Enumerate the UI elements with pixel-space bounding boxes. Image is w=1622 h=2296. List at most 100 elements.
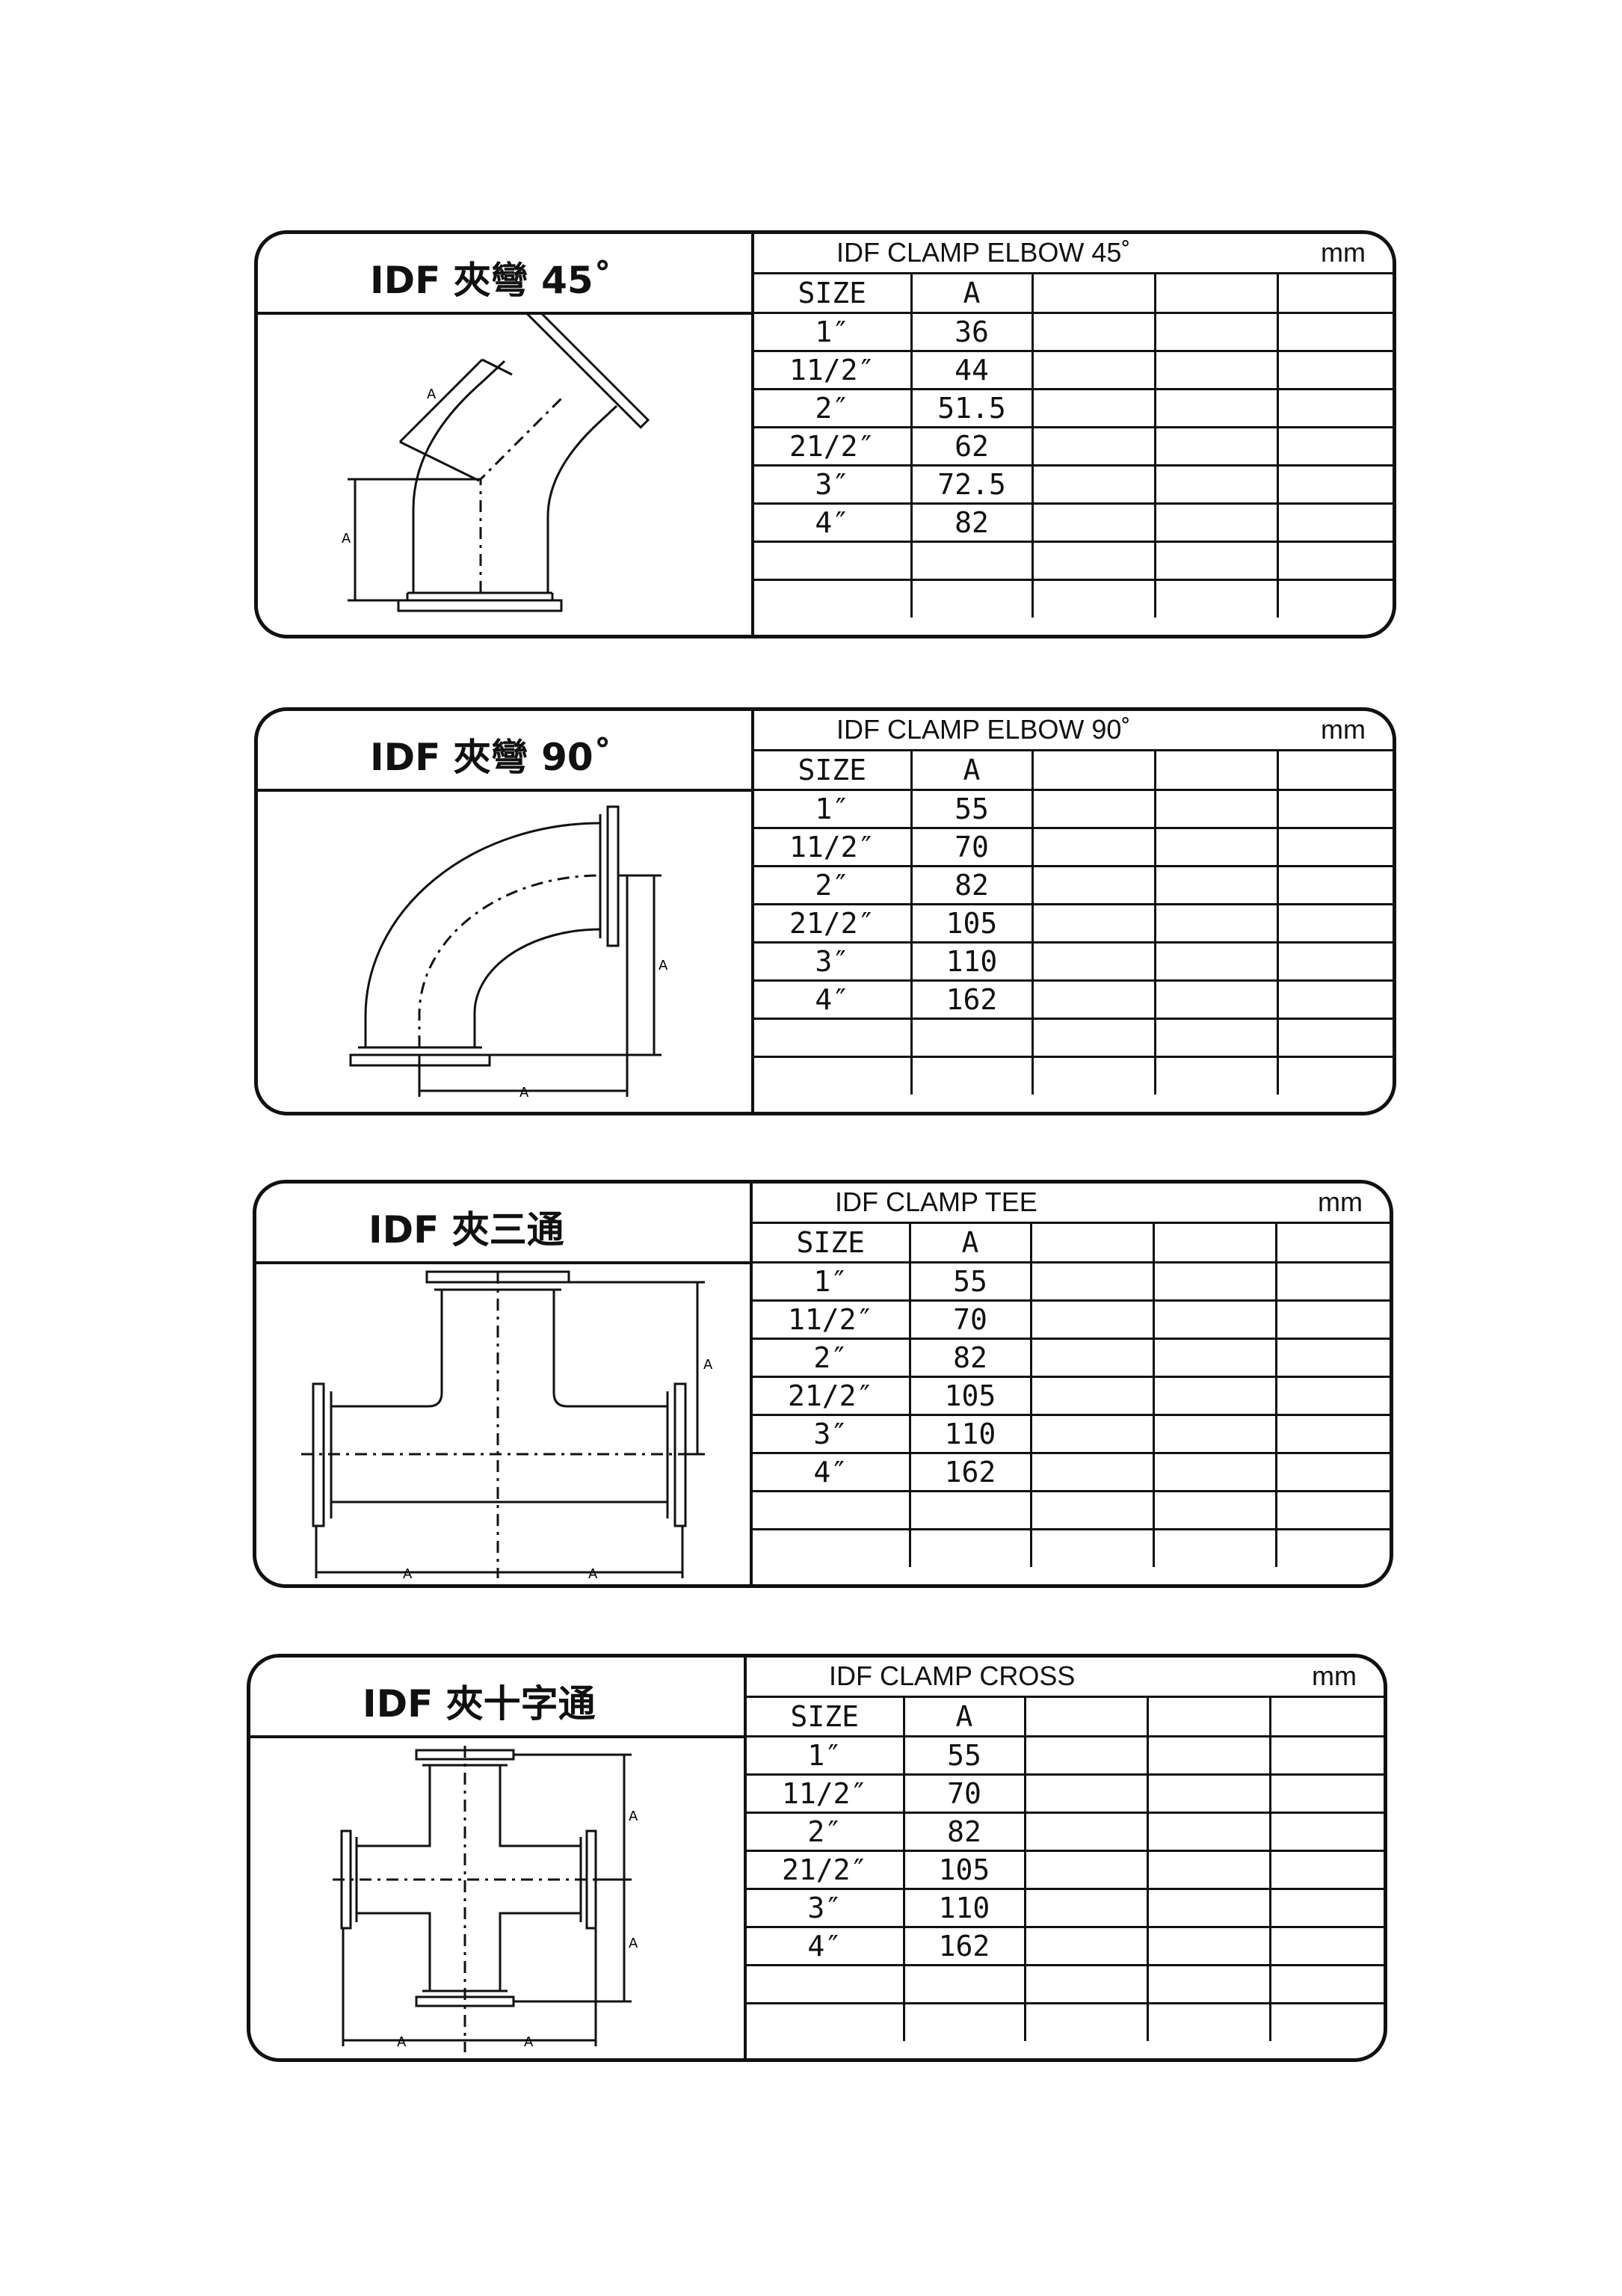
table-row: 3″110 — [747, 1889, 1384, 1928]
cross-table-panel: IDF CLAMP CROSS mm SIZE A 1″55 11/2″70 2… — [747, 1658, 1384, 2058]
tee-card: IDF 夾三通 — [253, 1180, 1393, 1588]
table-row: 2″82 — [754, 866, 1393, 905]
size-cell: 21/2″ — [754, 427, 913, 467]
elbow-90-table-panel: IDF CLAMP ELBOW 90˚ mm SIZE A 1″55 11/2″… — [754, 711, 1393, 1112]
elbow-45-card: IDF 夾彎 45˚ — [254, 230, 1396, 638]
elbow-90-card: IDF 夾彎 90˚ — [254, 707, 1396, 1115]
a-value-cell: 44 — [911, 351, 1034, 390]
table-row: 1″55 — [753, 1262, 1390, 1302]
a-value-cell: 70 — [904, 1774, 1026, 1814]
header-cell — [1032, 274, 1156, 314]
table-row: 4″82 — [754, 503, 1393, 543]
size-cell: 2″ — [754, 866, 913, 905]
size-cell: 3″ — [753, 1415, 911, 1454]
size-cell — [754, 541, 913, 581]
cross-table-header: IDF CLAMP CROSS mm — [747, 1658, 1384, 1698]
header-cell: A — [911, 751, 1034, 791]
size-cell: 3″ — [747, 1889, 905, 1928]
a-value-cell: 36 — [911, 313, 1034, 352]
table-row: 3″110 — [753, 1415, 1390, 1454]
elbow-90-title: IDF 夾彎 90˚ — [370, 736, 612, 779]
cross-title-bar: IDF 夾十字通 — [250, 1658, 744, 1738]
size-cell: 11/2″ — [754, 828, 913, 867]
table-row: 2″51.5 — [754, 389, 1393, 428]
size-cell: 3″ — [754, 465, 913, 505]
table-row: 1″55 — [747, 1736, 1384, 1776]
table-header-row: SIZE A — [747, 1698, 1384, 1738]
cross-drawing: A A A A — [250, 1738, 744, 2058]
table-row: 21/2″105 — [753, 1376, 1390, 1416]
table-row: 3″72.5 — [754, 465, 1393, 505]
header-cell — [1277, 751, 1393, 791]
a-value-cell — [911, 1056, 1034, 1095]
a-value-cell: 55 — [910, 1262, 1032, 1302]
a-value-cell — [904, 2003, 1026, 2041]
size-cell: 1″ — [753, 1262, 911, 1302]
elbow-90-drawing: A A — [258, 792, 751, 1112]
a-value-cell: 105 — [904, 1850, 1026, 1890]
size-cell: 1″ — [747, 1736, 905, 1776]
size-cell: 2″ — [754, 389, 913, 428]
table-row: 11/2″44 — [754, 351, 1393, 390]
header-cell — [1277, 274, 1393, 314]
cross-card: IDF 夾十字通 — [247, 1654, 1387, 2062]
table-header-row: SIZE A — [754, 751, 1393, 791]
tee-drawing: A A A — [256, 1264, 750, 1584]
a-value-cell: 70 — [910, 1300, 1032, 1340]
table-row — [747, 1965, 1384, 2004]
table-header-row: SIZE A — [754, 274, 1393, 314]
header-cell: SIZE — [754, 274, 913, 314]
header-cell: A — [910, 1224, 1032, 1264]
elbow-90-unit: mm — [1321, 714, 1366, 745]
elbow-45-title: IDF 夾彎 45˚ — [370, 259, 612, 302]
table-row: 3″110 — [754, 942, 1393, 982]
elbow-90-title-bar: IDF 夾彎 90˚ — [258, 711, 751, 792]
header-cell — [1147, 1698, 1271, 1738]
table-row: 4″162 — [754, 980, 1393, 1020]
table-row: 21/2″62 — [754, 427, 1393, 467]
header-cell — [1153, 1224, 1277, 1264]
elbow-45-drawing: A A — [258, 315, 751, 635]
cross-dim-a-upper: A — [629, 1809, 638, 1824]
size-cell — [747, 1965, 905, 2004]
tee-table-panel: IDF CLAMP TEE mm SIZE A 1″55 11/2″70 2″8… — [753, 1184, 1390, 1584]
a-value-cell — [911, 579, 1034, 618]
a-value-cell: 55 — [904, 1736, 1026, 1776]
elbow-45-table-header: IDF CLAMP ELBOW 45˚ mm — [754, 234, 1393, 274]
a-value-cell — [904, 1965, 1026, 2004]
table-row: 21/2″105 — [747, 1850, 1384, 1890]
size-cell — [754, 1056, 913, 1095]
a-value-cell: 162 — [904, 1927, 1026, 1966]
cross-title: IDF 夾十字通 — [363, 1682, 596, 1726]
table-header-row: SIZE A — [753, 1224, 1390, 1264]
header-cell: SIZE — [747, 1698, 905, 1738]
table-row: 1″55 — [754, 790, 1393, 829]
cross-dim-a-left: A — [397, 2034, 407, 2050]
table-row — [747, 2003, 1384, 2041]
size-cell — [753, 1529, 911, 1567]
size-cell: 4″ — [754, 503, 913, 543]
elbow-45-figure-panel: IDF 夾彎 45˚ — [258, 234, 754, 635]
elbow-45-size-table: SIZE A 1″36 11/2″44 2″51.5 21/2″62 3″72.… — [754, 274, 1393, 618]
tee-table-header: IDF CLAMP TEE mm — [753, 1184, 1390, 1224]
a-value-cell: 110 — [911, 942, 1034, 982]
elbow-90-dim-a-horizontal: A — [519, 1085, 529, 1101]
tee-figure-panel: IDF 夾三通 — [256, 1184, 753, 1584]
tee-title-bar: IDF 夾三通 — [256, 1184, 750, 1264]
table-row: 1″36 — [754, 313, 1393, 352]
size-cell: 4″ — [753, 1453, 911, 1492]
table-row: 4″162 — [747, 1927, 1384, 1966]
a-value-cell: 62 — [911, 427, 1034, 467]
a-value-cell: 162 — [910, 1453, 1032, 1492]
header-cell: A — [904, 1698, 1026, 1738]
size-cell: 21/2″ — [753, 1376, 911, 1416]
size-cell — [754, 579, 913, 618]
header-cell — [1031, 1224, 1155, 1264]
elbow-90-figure-panel: IDF 夾彎 90˚ — [258, 711, 754, 1112]
a-value-cell — [910, 1491, 1032, 1530]
table-row: 11/2″70 — [754, 828, 1393, 867]
size-cell — [747, 2003, 905, 2041]
header-cell — [1155, 274, 1279, 314]
a-value-cell: 110 — [910, 1415, 1032, 1454]
elbow-45-table-title: IDF CLAMP ELBOW 45˚ — [836, 237, 1131, 268]
